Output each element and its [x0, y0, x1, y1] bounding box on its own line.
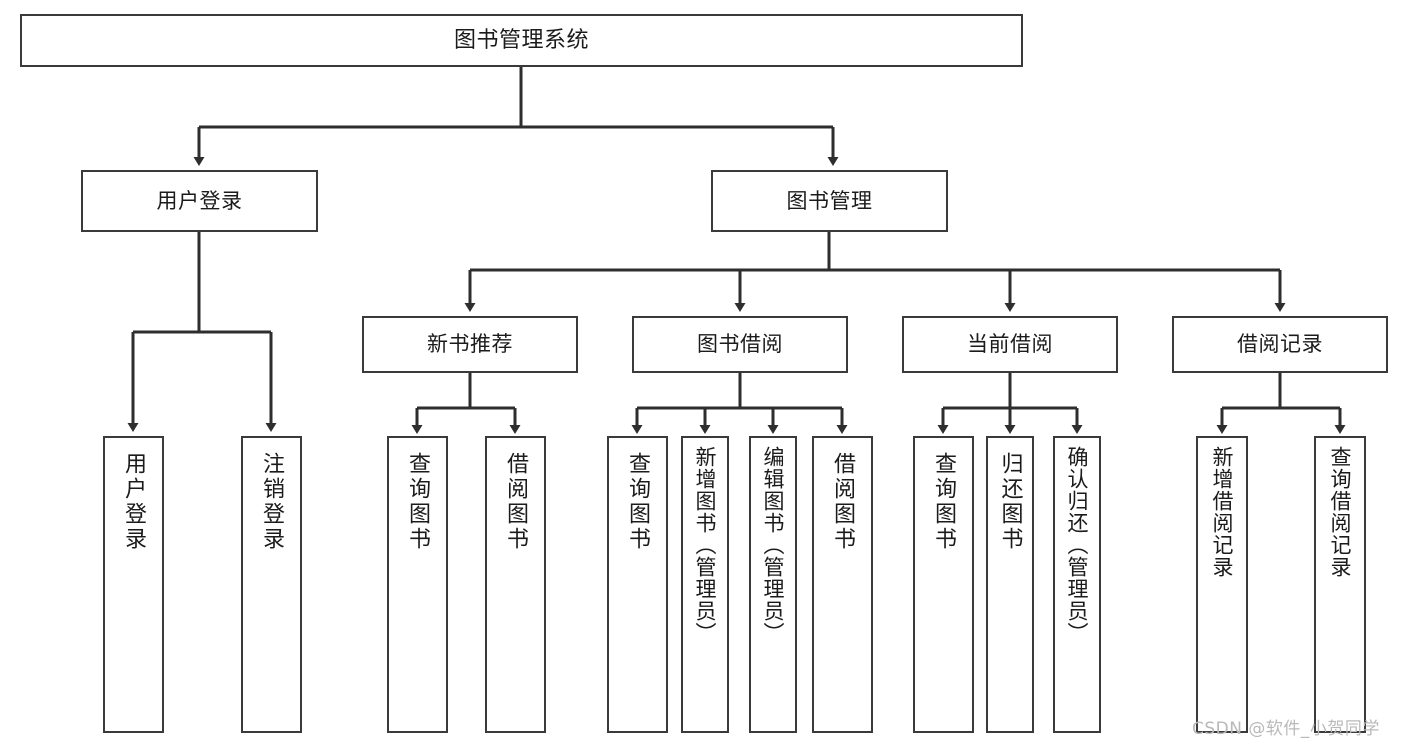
node-label: 查询图书 [625, 452, 651, 552]
node-label: 用户登录 [121, 452, 147, 552]
node-label: 借阅图书 [830, 452, 856, 552]
node-root-book-management-system[interactable]: 图书管理系统 [20, 14, 1023, 67]
csdn-watermark: CSDN @软件_小贺同学 [1192, 719, 1380, 739]
node-label: 用户登录 [156, 188, 243, 213]
node-book-borrowing[interactable]: 图书借阅 [632, 316, 848, 373]
node-label: 注销登录 [259, 452, 285, 552]
node-current-borrowing[interactable]: 当前借阅 [902, 316, 1118, 373]
node-label: 确认归还（管理员） [1065, 446, 1090, 644]
node-label: 归还图书 [997, 452, 1023, 552]
node-new-book-recommendation[interactable]: 新书推荐 [362, 316, 578, 373]
leaf-book-borrow-add-book-admin[interactable]: 新增图书（管理员） [681, 436, 729, 733]
node-label: 图书管理系统 [453, 27, 589, 53]
node-label: 新书推荐 [427, 332, 513, 357]
leaf-new-book-query-book[interactable]: 查询图书 [387, 436, 448, 733]
node-label: 借阅图书 [503, 452, 529, 552]
leaf-user-login-signout[interactable]: 注销登录 [241, 436, 302, 733]
leaf-borrow-record-query-record[interactable]: 查询借阅记录 [1314, 436, 1366, 733]
leaf-borrow-record-add-record[interactable]: 新增借阅记录 [1196, 436, 1248, 733]
node-user-login[interactable]: 用户登录 [81, 170, 318, 232]
leaf-current-borrow-confirm-return-admin[interactable]: 确认归还（管理员） [1053, 436, 1101, 733]
leaf-current-borrow-return-book[interactable]: 归还图书 [986, 436, 1034, 733]
node-label: 查询借阅记录 [1328, 446, 1353, 578]
node-label: 查询图书 [405, 452, 431, 552]
leaf-book-borrow-query-book[interactable]: 查询图书 [607, 436, 668, 733]
node-borrowing-record[interactable]: 借阅记录 [1172, 316, 1388, 373]
node-label: 新增图书（管理员） [693, 446, 718, 644]
node-label: 借阅记录 [1237, 332, 1323, 357]
node-label: 查询图书 [931, 452, 957, 552]
node-label: 图书借阅 [697, 332, 783, 357]
node-label: 新增借阅记录 [1210, 446, 1235, 578]
leaf-new-book-borrow-book[interactable]: 借阅图书 [485, 436, 546, 733]
leaf-user-login-signin[interactable]: 用户登录 [103, 436, 164, 733]
node-label: 图书管理 [786, 188, 873, 213]
leaf-book-borrow-borrow-book[interactable]: 借阅图书 [812, 436, 873, 733]
node-label: 编辑图书（管理员） [761, 446, 786, 644]
node-label: 当前借阅 [967, 332, 1053, 357]
node-book-management[interactable]: 图书管理 [711, 170, 948, 232]
leaf-current-borrow-query-book[interactable]: 查询图书 [913, 436, 974, 733]
leaf-book-borrow-edit-book-admin[interactable]: 编辑图书（管理员） [749, 436, 797, 733]
